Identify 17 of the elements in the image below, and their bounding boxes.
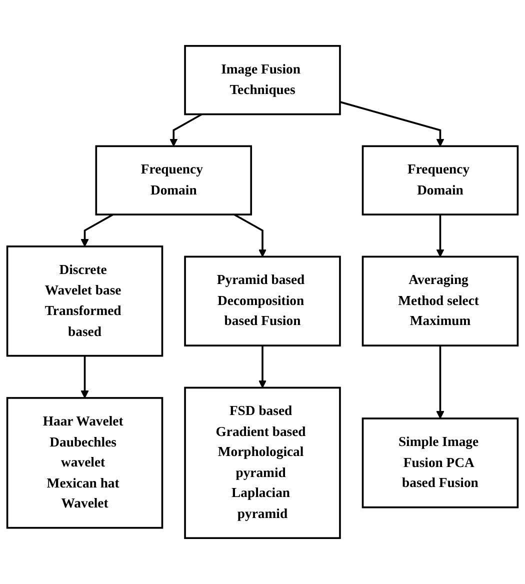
node-box: Haar Wavelet Daubechles wavelet Mexican hat Wavelet — [6, 397, 164, 529]
node-box: Discrete Wavelet base Transformed based — [6, 246, 164, 357]
node-box: Frequency Domain — [362, 145, 519, 216]
arrow — [436, 214, 444, 258]
arrow — [80, 214, 114, 247]
node-box: Frequency Domain — [95, 145, 252, 216]
arrow — [340, 101, 444, 147]
arrow — [80, 356, 89, 398]
arrow — [258, 346, 266, 388]
node-box: Image Fusion Techniques — [184, 45, 341, 116]
arrow — [436, 346, 444, 419]
node-box: Pyramid based Decomposition based Fusion — [184, 256, 341, 346]
node-box: Averaging Method select Maximum — [362, 256, 519, 346]
arrow — [234, 214, 266, 258]
node-box: Simple Image Fusion PCA based Fusion — [362, 418, 519, 508]
node-box: FSD based Gradient based Morphological pyramid Laplacian pyramid — [184, 386, 341, 539]
arrow — [170, 113, 202, 147]
